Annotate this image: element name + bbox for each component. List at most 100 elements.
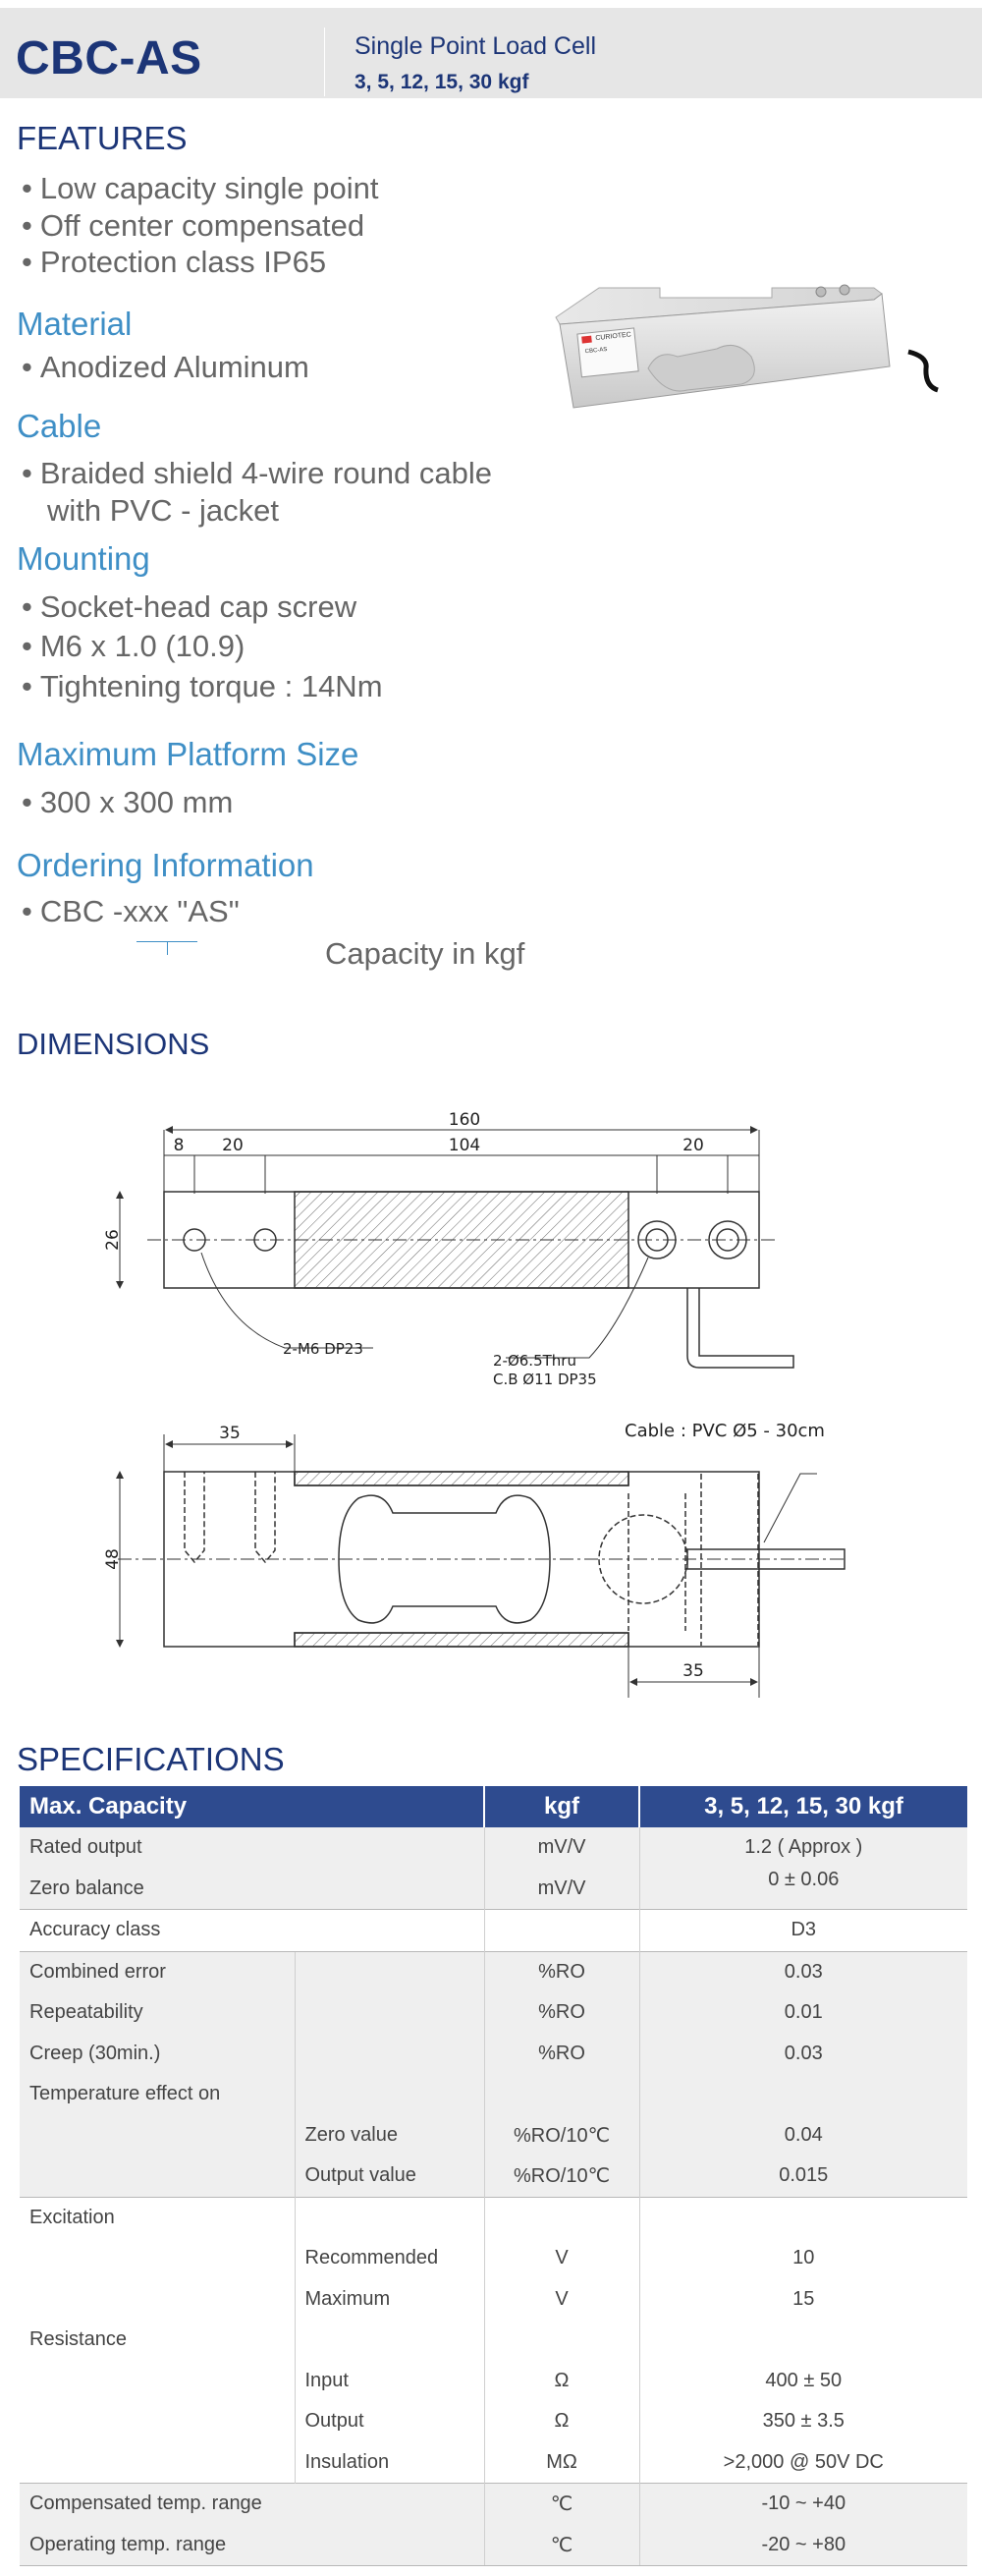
- spec-label: Temperature effect on: [20, 2074, 295, 2115]
- spec-label: Repeatability: [20, 1992, 295, 2034]
- material-item: Anodized Aluminum: [22, 350, 309, 385]
- dim-35-right: 35: [682, 1661, 704, 1681]
- spec-unit: [483, 2320, 640, 2361]
- spec-sublabel: Input: [294, 2360, 485, 2401]
- spec-value: 15: [638, 2278, 968, 2320]
- spec-unit: mV/V: [483, 1827, 640, 1869]
- spec-value: 10: [638, 2238, 968, 2279]
- spec-label: [20, 2361, 295, 2402]
- spec-unit: [483, 2074, 640, 2115]
- note-counterbore: C.B Ø11 DP35: [493, 1371, 597, 1388]
- spec-value: 350 ± 3.5: [638, 2401, 968, 2442]
- spec-sublabel: [294, 2320, 485, 2361]
- specifications-heading: SPECIFICATIONS: [17, 1741, 285, 1777]
- spec-sublabel: Zero value: [294, 2114, 485, 2156]
- mounting-item: Socket-head cap screw: [22, 589, 356, 625]
- spec-unit: ℃: [483, 2483, 640, 2525]
- note-through-hole: 2-Ø6.5Thru: [493, 1352, 576, 1370]
- spec-unit: %RO: [483, 1992, 640, 2034]
- dim-height-26: 26: [103, 1229, 123, 1251]
- spec-label: Rated output: [20, 1827, 485, 1869]
- spec-sublabel: [294, 1992, 485, 2034]
- dimension-drawing: 160 8 20 104 20 26 2-M6 DP23 2-Ø6.5Thru …: [103, 1110, 846, 1698]
- mounting-heading: Mounting: [17, 540, 150, 577]
- material-heading: Material: [17, 306, 133, 342]
- spec-unit: [483, 2196, 640, 2238]
- mounting-item: Tightening torque : 14Nm: [22, 669, 383, 704]
- table-row: Output value %RO/10℃ 0.015: [20, 2156, 968, 2197]
- specifications-table: Max. Capacity kgf 3, 5, 12, 15, 30 kgf R…: [20, 1786, 968, 2566]
- spec-value: [638, 2196, 968, 2238]
- product-label: [576, 327, 639, 378]
- cable-item-continued: with PVC - jacket: [47, 493, 280, 528]
- dim-total-length: 160: [449, 1110, 480, 1130]
- spec-value: [638, 2074, 968, 2115]
- spec-unit: %RO: [483, 1950, 640, 1992]
- spec-unit: V: [483, 2278, 640, 2320]
- top-view: [116, 1126, 794, 1369]
- header-divider: [324, 28, 325, 96]
- cable-note: Cable : PVC Ø5 - 30cm: [625, 1421, 825, 1441]
- product-subtitle: Single Point Load Cell: [355, 32, 596, 60]
- spec-label: [20, 2401, 295, 2442]
- spec-unit: mV/V: [483, 1868, 640, 1910]
- platform-heading: Maximum Platform Size: [17, 736, 359, 772]
- spec-unit: %RO: [483, 2033, 640, 2074]
- side-view: [116, 1434, 846, 1698]
- header-band: CBC-AS Single Point Load Cell 3, 5, 12, …: [0, 8, 982, 98]
- dim-20-left: 20: [222, 1136, 244, 1155]
- spec-label: [20, 2114, 295, 2156]
- spec-value: 0.01: [638, 1992, 968, 2034]
- label-brand: CURIOTEC: [595, 331, 631, 342]
- table-row: Compensated temp. range ℃ -10 ~ +40: [20, 2483, 968, 2525]
- table-row: Zero value %RO/10℃ 0.04: [20, 2114, 968, 2156]
- header-capacity-values: 3, 5, 12, 15, 30 kgf: [638, 1786, 968, 1827]
- table-row: Accuracy class D3: [20, 1909, 968, 1951]
- spec-sublabel: [294, 1950, 485, 1992]
- mounting-item: M6 x 1.0 (10.9): [22, 629, 245, 664]
- spec-label: Zero balance: [20, 1868, 485, 1910]
- features-heading: FEATURES: [17, 120, 188, 156]
- spec-label: [20, 2279, 295, 2321]
- table-row: Insulation MΩ >2,000 @ 50V DC: [20, 2441, 968, 2484]
- dim-height-48: 48: [103, 1548, 123, 1570]
- ordering-code: CBC -xxx "AS": [22, 894, 240, 929]
- spec-label: [20, 2156, 295, 2197]
- dim-35-left: 35: [219, 1424, 241, 1443]
- spec-sublabel: Insulation: [294, 2441, 485, 2484]
- spec-label: Accuracy class: [20, 1909, 485, 1951]
- spec-sublabel: Recommended: [294, 2238, 485, 2279]
- table-row: Repeatability %RO 0.01: [20, 1992, 968, 2034]
- cable-heading: Cable: [17, 408, 102, 444]
- spec-sublabel: [294, 2033, 485, 2074]
- spec-value: 1.2 ( Approx ): [638, 1827, 968, 1869]
- spec-sublabel: Maximum: [294, 2278, 485, 2320]
- platform-item: 300 x 300 mm: [22, 785, 233, 820]
- feature-item: Low capacity single point: [22, 171, 379, 206]
- spec-value: 0.03: [638, 1950, 968, 1992]
- ordering-pointer-tick: [167, 941, 168, 955]
- spec-value: 0.015: [638, 2156, 968, 2197]
- spec-value: 0 ± 0.06: [638, 1868, 968, 1910]
- table-row: Output Ω 350 ± 3.5: [20, 2401, 968, 2442]
- product-title: CBC-AS: [16, 32, 202, 84]
- table-row: Input Ω 400 ± 50: [20, 2360, 968, 2402]
- ordering-note: Capacity in kgf: [325, 936, 525, 971]
- ordering-heading: Ordering Information: [17, 847, 314, 883]
- table-row: Operating temp. range ℃ -20 ~ +80: [20, 2524, 968, 2566]
- spec-sublabel: Output: [294, 2401, 485, 2442]
- spec-label: Combined error: [20, 1950, 295, 1992]
- table-row: Zero balance mV/V 0 ± 0.06: [20, 1868, 968, 1910]
- table-row: Maximum V 15: [20, 2278, 968, 2321]
- spec-sublabel: Output value: [294, 2156, 485, 2197]
- spec-value: [638, 2320, 968, 2361]
- spec-unit: %RO/10℃: [483, 2114, 640, 2156]
- dim-104: 104: [449, 1136, 480, 1155]
- table-row: Combined error %RO 0.03: [20, 1950, 968, 1992]
- table-row: Excitation: [20, 2196, 968, 2238]
- spec-label: Resistance: [29, 2328, 127, 2351]
- spec-unit: Ω: [483, 2401, 640, 2442]
- label-model: CBC-AS: [584, 347, 607, 355]
- spec-unit: Ω: [483, 2360, 640, 2401]
- spec-value: 0.03: [638, 2033, 968, 2074]
